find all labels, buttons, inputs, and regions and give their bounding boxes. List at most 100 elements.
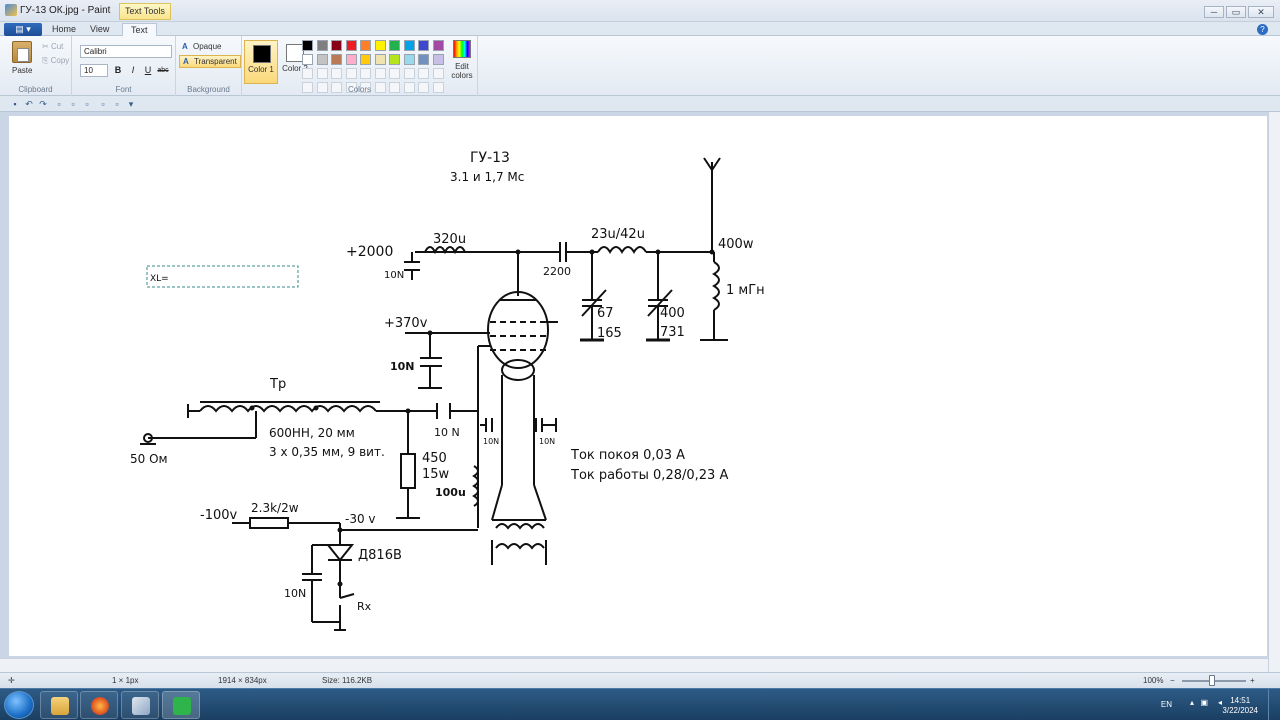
save-icon[interactable]: ▪ (13, 99, 17, 109)
paste-button[interactable]: Paste (12, 66, 33, 75)
paste-icon[interactable] (12, 41, 32, 63)
palette-swatch[interactable] (403, 54, 415, 65)
underline-button[interactable]: U (144, 65, 152, 75)
palette-swatch[interactable] (374, 82, 386, 93)
color2-button[interactable]: Color 2 (278, 40, 312, 84)
tray-expand-icon[interactable]: ▴ (1189, 698, 1194, 707)
print-preview-icon[interactable]: ▫ (71, 99, 75, 109)
clock[interactable]: 14:51 3/22/2024 (1222, 696, 1258, 716)
palette-swatch[interactable] (389, 68, 400, 79)
paint-app-icon[interactable] (5, 4, 17, 16)
palette-swatch[interactable] (302, 68, 313, 79)
help-icon[interactable]: ? (1257, 24, 1268, 35)
redo-icon[interactable]: ↷ (39, 99, 47, 109)
taskbar-paint[interactable] (121, 691, 159, 719)
palette-swatch[interactable] (403, 68, 415, 79)
palette-swatch[interactable] (316, 68, 328, 79)
new-icon[interactable]: ▫ (101, 99, 105, 109)
italic-button[interactable]: I (131, 65, 135, 75)
palette-swatch[interactable] (345, 40, 357, 51)
taskbar-firefox[interactable] (80, 691, 118, 719)
palette-swatch[interactable] (331, 82, 342, 93)
palette-swatch[interactable] (418, 40, 429, 51)
palette-swatch[interactable] (403, 40, 415, 51)
volume-icon[interactable]: ◂ (1217, 698, 1222, 707)
label-plus2000: +2000 (346, 244, 393, 260)
label-c731: 731 (660, 325, 685, 340)
palette-swatch[interactable] (360, 82, 371, 93)
palette-swatch[interactable] (432, 82, 444, 93)
label-l23-42: 23u/42u (591, 227, 645, 242)
palette-swatch[interactable] (316, 40, 328, 51)
zoom-in-button[interactable]: + (1250, 676, 1255, 685)
palette-swatch[interactable] (360, 54, 371, 65)
transparent-option[interactable]: Transparent (179, 55, 241, 68)
zoom-slider-thumb[interactable] (1209, 675, 1215, 686)
customize-qat-icon[interactable]: ▾ (128, 99, 134, 109)
zoom-out-button[interactable]: − (1170, 676, 1175, 685)
palette-swatch[interactable] (360, 68, 371, 79)
minimize-button[interactable]: ─ (1204, 6, 1224, 18)
palette-swatch[interactable] (418, 54, 429, 65)
palette-swatch[interactable] (374, 40, 386, 51)
font-family-select[interactable]: Calibri (80, 45, 172, 58)
cut-button[interactable]: ✂ Cut (42, 42, 64, 51)
palette-swatch[interactable] (345, 54, 357, 65)
palette-swatch[interactable] (389, 54, 400, 65)
palette-swatch[interactable] (389, 82, 400, 93)
palette-swatch[interactable] (345, 82, 357, 93)
print-icon[interactable]: ▫ (57, 99, 61, 109)
palette-swatch[interactable] (418, 68, 429, 79)
font-size-select[interactable]: 10 (80, 64, 108, 77)
maximize-button[interactable]: ▭ (1226, 6, 1246, 18)
label-c10n-bottom: 10N (284, 587, 306, 600)
close-button[interactable]: ✕ (1248, 6, 1274, 18)
palette-swatch[interactable] (374, 54, 386, 65)
zoom-level: 100% (1143, 676, 1164, 685)
taskbar-explorer[interactable] (40, 691, 78, 719)
edit-colors-button[interactable]: Edit colors (449, 40, 475, 80)
drawing-canvas[interactable]: ГУ-13 3.1 и 1,7 Мс XL= +2000 10N 320u 22… (9, 116, 1267, 656)
network-icon[interactable]: ▣ (1200, 698, 1208, 707)
palette-swatch[interactable] (403, 82, 415, 93)
palette-swatch[interactable] (302, 54, 313, 65)
bold-button[interactable]: B (114, 65, 122, 75)
palette-swatch[interactable] (331, 68, 342, 79)
show-desktop-button[interactable] (1268, 689, 1280, 720)
palette-swatch[interactable] (345, 68, 357, 79)
undo-icon[interactable]: ↶ (25, 99, 33, 109)
color1-button[interactable]: Color 1 (244, 40, 278, 84)
label-c10n-mid: 10N (390, 360, 415, 373)
tab-home[interactable]: Home (52, 24, 77, 34)
label-l320: 320u (433, 232, 466, 247)
palette-swatch[interactable] (432, 68, 444, 79)
palette-swatch[interactable] (316, 54, 328, 65)
email-icon[interactable]: ▫ (85, 99, 89, 109)
open-icon[interactable]: ▫ (115, 99, 119, 109)
palette-swatch[interactable] (331, 40, 342, 51)
label-c400: 400 (660, 306, 685, 321)
copy-button[interactable]: ⎘ Copy (42, 56, 70, 65)
palette-swatch[interactable] (374, 68, 386, 79)
file-menu-button[interactable]: ▤ ▾ (4, 23, 42, 36)
color1-label: Color 1 (248, 65, 274, 74)
horizontal-scrollbar[interactable] (0, 658, 1268, 672)
palette-swatch[interactable] (302, 82, 313, 93)
palette-swatch[interactable] (432, 40, 444, 51)
vertical-scrollbar[interactable] (1268, 112, 1280, 672)
language-indicator[interactable]: EN (1160, 700, 1172, 709)
tab-text[interactable]: Text (122, 23, 157, 36)
taskbar-app[interactable] (162, 691, 200, 719)
tab-view[interactable]: View (90, 24, 110, 34)
palette-swatch[interactable] (302, 40, 313, 51)
strikethrough-button[interactable]: abc (157, 67, 169, 74)
palette-swatch[interactable] (418, 82, 429, 93)
label-tp: Tp (269, 377, 286, 392)
palette-swatch[interactable] (360, 40, 371, 51)
palette-swatch[interactable] (389, 40, 400, 51)
palette-swatch[interactable] (432, 54, 444, 65)
start-button[interactable] (4, 691, 34, 719)
palette-swatch[interactable] (316, 82, 328, 93)
palette-swatch[interactable] (331, 54, 342, 65)
opaque-option[interactable]: Opaque (179, 41, 224, 54)
